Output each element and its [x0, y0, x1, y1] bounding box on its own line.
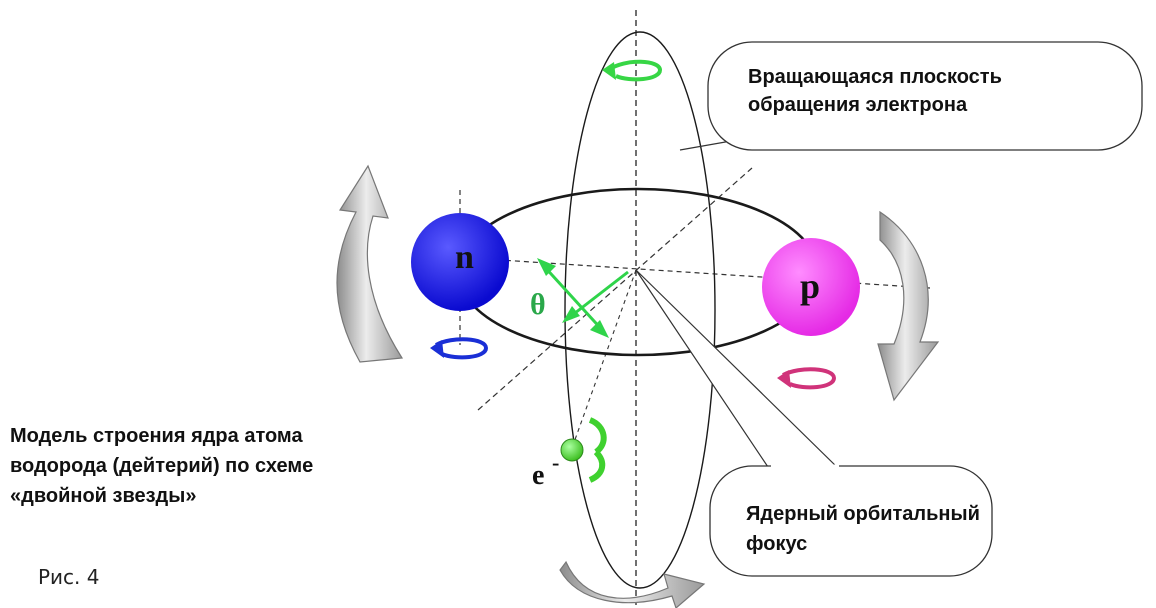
left-rotation-arrow — [336, 164, 404, 363]
figure-number: Рис. 4 — [38, 565, 100, 589]
electron-spin-icon-bottom — [588, 449, 606, 483]
theta-arrow — [540, 262, 606, 334]
electron-radius-line — [571, 269, 637, 449]
focus-callout-line-1: Ядерный орбитальный — [746, 503, 980, 525]
plane-callout-line-1: Вращающаяся плоскость — [748, 66, 1002, 88]
neutron-label: n — [455, 239, 474, 276]
plane-spin-icon — [606, 59, 663, 82]
plane-callout-box — [707, 41, 1143, 151]
electron-spin-icon-top — [588, 417, 607, 455]
diagonal-axis-line — [477, 167, 753, 411]
theta-arrowhead-2 — [562, 306, 580, 323]
right-rotation-arrow — [877, 210, 940, 402]
theta-label: θ — [530, 288, 546, 321]
electron-charge-label: - — [552, 450, 559, 475]
vertical-orbit-plane-ellipse — [564, 31, 716, 589]
caption-line-3: «двойной звезды» — [10, 485, 196, 507]
neutron-spin-icon — [435, 337, 489, 360]
caption-line-2: водорода (дейтерий) по схеме — [10, 455, 313, 477]
plane-callout-line-2: обращения электрона — [748, 94, 968, 116]
horizontal-axis-line — [469, 257, 931, 289]
focus-callout-line-2: фокус — [746, 533, 807, 555]
focus-callout-box — [709, 465, 993, 577]
proton-spin-arrowhead — [777, 370, 791, 388]
theta-arrowhead-bottom — [590, 320, 609, 338]
theta-arrowhead-top — [537, 258, 556, 276]
proton-spin-icon — [782, 367, 837, 390]
plane-spin-arrowhead — [602, 62, 616, 80]
bottom-rotation-arrow — [559, 560, 706, 608]
electron-label: e — [532, 460, 544, 491]
neutron-spin-arrowhead — [430, 340, 444, 358]
proton-sphere — [762, 238, 860, 336]
caption-line-1: Модель строения ядра атома — [10, 425, 303, 447]
electron-sphere — [560, 438, 584, 462]
proton-label: p — [800, 266, 820, 306]
neutron-sphere — [411, 213, 509, 311]
